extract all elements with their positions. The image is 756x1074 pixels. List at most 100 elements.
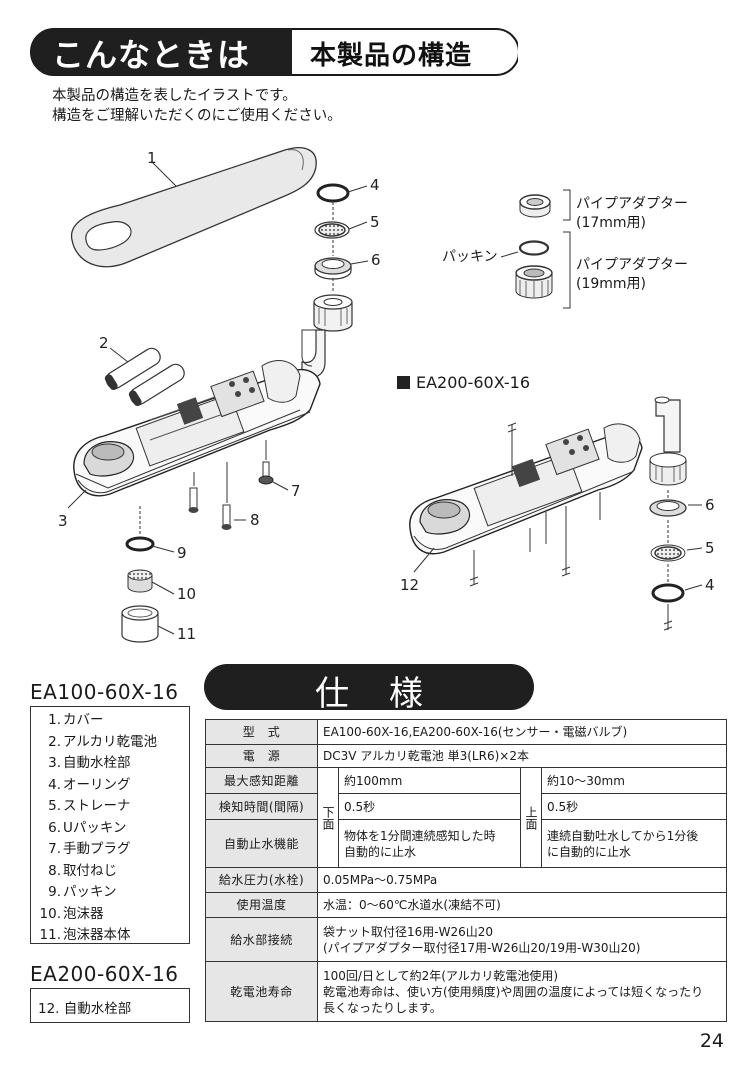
spec-header: 給水部接続: [205, 917, 318, 962]
table-row: 型 式 EA100-60X-16,EA200-60X-16(センサー・電磁バルブ…: [205, 719, 727, 745]
pipe-adapter-19-part: [515, 265, 553, 299]
part-number: 6.: [48, 819, 61, 836]
spec-header: 電 源: [205, 744, 318, 768]
part-name: 泡沫器本体: [63, 927, 131, 943]
spec-value: 袋ナット取付径16用-W26山20 (パイプアダプター取付径17用-W26山20…: [317, 917, 727, 962]
callout-2: 2: [99, 334, 109, 352]
table-row: 電 源 DC3V アルカリ乾電池 単3(LR6)×2本: [205, 744, 727, 768]
list-item: 3.自動水栓部: [31, 753, 189, 775]
part-name: オーリング: [63, 776, 131, 793]
part-name: カバー: [63, 712, 104, 728]
table-row: 給水部接続 袋ナット取付径16用-W26山20 (パイプアダプター取付径17用-…: [205, 917, 727, 962]
spec-value: EA100-60X-16,EA200-60X-16(センサー・電磁バルブ): [317, 719, 727, 745]
part-number: 9.: [48, 884, 61, 900]
table-row: 自動止水機能 物体を1分間連続感知した時 自動的に止水 連続自動吐水してから1分…: [205, 819, 727, 868]
callout-6-ea200: 6: [705, 496, 715, 514]
callout-12: 12: [400, 576, 420, 594]
part-name: アルカリ乾電池: [63, 733, 157, 750]
faucet-body-part: [73, 360, 321, 497]
leader-line: [151, 161, 177, 187]
list-item: 7.手動プラグ: [31, 839, 189, 861]
aerator-part: [127, 569, 153, 593]
upper-side-label: 上面: [520, 767, 542, 868]
list-item: 11.泡沫器本体: [31, 925, 189, 947]
header-label: こんなときは: [52, 36, 251, 74]
intro-line: 構造をご理解いただくのにご使用ください。: [52, 108, 342, 124]
part-number: 3.: [48, 755, 61, 771]
faucet-body-ea200: [409, 423, 643, 555]
table-row: 給水圧力(水栓) 0.05MPa〜0.75MPa: [205, 867, 727, 893]
o-ring-ea200: [651, 583, 685, 603]
spec-value: 約10〜30mm: [541, 767, 727, 794]
part-name: Uパッキン: [63, 819, 127, 836]
square-bullet-icon: [397, 376, 410, 389]
callout-9: 9: [177, 544, 187, 562]
packing-19-part: [518, 240, 550, 256]
packing-label: パッキン: [442, 249, 498, 265]
adapter-17-label: パイプアダプター (17mm用): [576, 196, 688, 231]
list-item: 4.オーリング: [31, 775, 189, 797]
u-packing-part: [314, 257, 352, 280]
callout-5-ea200: 5: [705, 539, 715, 557]
part-name: パッキン: [63, 884, 117, 900]
part-number: 4.: [48, 776, 61, 793]
manual-plug-part: [258, 461, 274, 485]
table-row: 乾電池寿命 100回/日として約2年(アルカリ乾電池使用) 乾電池寿命は、使い方…: [205, 961, 727, 1022]
spec-value: 約100mm: [338, 767, 521, 794]
part-number: 10.: [39, 905, 61, 922]
u-packing-ea200: [649, 499, 687, 517]
aerator-body-part: [121, 605, 159, 643]
table-row: 検知時間(間隔) 0.5秒 0.5秒: [205, 793, 727, 820]
pipe-adapter-17-part: [519, 194, 551, 218]
spec-value: 0.05MPa〜0.75MPa: [317, 867, 727, 893]
list-item: 6.Uパッキン: [31, 818, 189, 840]
table-row: 使用温度 水温：0〜60℃水道水(凍結不可): [205, 892, 727, 918]
supply-pipe: [301, 329, 326, 379]
cover-part: [70, 147, 317, 268]
union-nut: [313, 294, 353, 332]
spec-header: 乾電池寿命: [205, 961, 318, 1022]
spec-value: 物体を1分間連続感知した時 自動的に止水: [338, 819, 521, 868]
spec-value: DC3V アルカリ乾電池 単3(LR6)×2本: [317, 744, 727, 768]
spec-header: 型 式: [205, 719, 318, 745]
spec-header: 最大感知距離: [205, 767, 318, 794]
part-name: ストレーナ: [63, 798, 131, 814]
part-name: 手動プラグ: [63, 841, 131, 857]
callout-1: 1: [147, 149, 157, 167]
adapter-19-label: パイプアダプター (19mm用): [576, 257, 688, 292]
spec-value: 0.5秒: [541, 793, 727, 820]
spec-header: 使用温度: [205, 892, 318, 918]
page-number: 24: [699, 1030, 724, 1052]
header-frame: [30, 28, 518, 76]
callout-8: 8: [250, 511, 260, 529]
spec-header: 検知時間(間隔): [205, 793, 318, 820]
mounting-screw-part: [188, 487, 232, 530]
battery-part: [104, 347, 185, 407]
list-item: 9.パッキン: [31, 882, 189, 904]
spec-value: 0.5秒: [338, 793, 521, 820]
spec-header: 給水圧力(水栓): [205, 867, 318, 893]
intro-line: 本製品の構造を表したイラストです。: [52, 88, 297, 104]
list-item: 10.泡沫器: [31, 904, 189, 926]
list-item: 5.ストレーナ: [31, 796, 189, 818]
callout-10: 10: [177, 585, 197, 603]
callout-4: 4: [370, 176, 380, 194]
spec-value: 100回/日として約2年(アルカリ乾電池使用) 乾電池寿命は、使い方(使用頻度)…: [317, 961, 727, 1022]
part-number: 7.: [48, 841, 61, 857]
intro-text: 本製品の構造を表したイラストです。 構造をご理解いただくのにご使用ください。: [52, 86, 342, 126]
callout-11: 11: [177, 625, 197, 643]
table-row: 最大感知距離 下面 約100mm 上面 約10〜30mm: [205, 767, 727, 868]
parts-list-2: 12. 自動水栓部: [30, 988, 190, 1023]
callout-4-ea200: 4: [705, 576, 715, 594]
callout-3: 3: [58, 512, 68, 530]
part-number: 1.: [48, 712, 61, 728]
spec-header: 自動止水機能: [205, 819, 318, 868]
spec-value: 水温：0〜60℃水道水(凍結不可): [317, 892, 727, 918]
o-ring-part: [316, 183, 350, 203]
packing-part: [125, 536, 155, 552]
list-item: 8.取付ねじ: [31, 861, 189, 883]
supply-pipe-ea200: [649, 396, 687, 486]
section-header: こんなときは 本製品の構造: [30, 28, 518, 76]
part-name: 泡沫器: [63, 905, 104, 922]
